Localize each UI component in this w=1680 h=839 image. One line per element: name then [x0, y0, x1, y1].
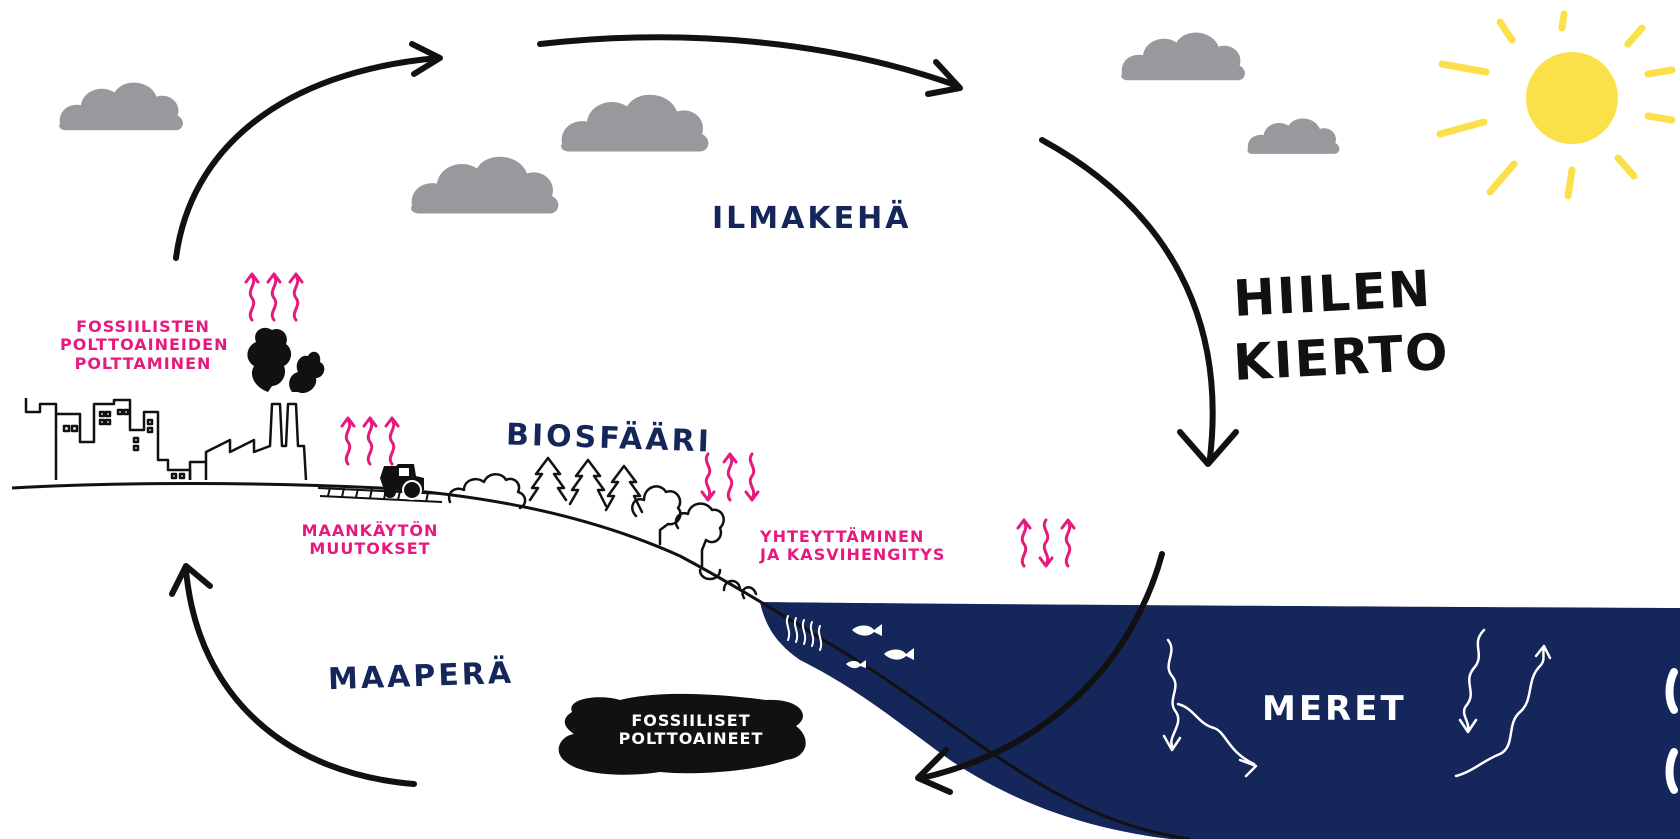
- ocean-area: [760, 602, 1680, 839]
- cycle-arrow-icon: [1039, 137, 1239, 467]
- fossil-deposit-label: FOSSIILISET POLTTOAINEET: [596, 711, 786, 749]
- wavy-arrow-icon: [1038, 518, 1054, 568]
- soil-label: MAAPERÄ: [327, 655, 515, 698]
- atmosphere-label: ILMAKEHÄ: [712, 201, 912, 236]
- photosynthesis-line: JA KASVIHENGITYS: [760, 545, 946, 565]
- ocean-edge-marks: [1665, 668, 1678, 794]
- biosphere-label: BIOSFÄÄRI: [505, 417, 713, 460]
- fish-icon: [846, 624, 914, 669]
- factory-icon: [188, 402, 308, 481]
- land-use-label: MAANKÄYTÖN MUUTOKSET: [290, 521, 450, 559]
- fossil-burning-line: POLTTOAINEIDEN: [60, 335, 229, 355]
- city-icon: [24, 398, 192, 480]
- wavy-arrow-icon: [244, 272, 260, 322]
- wavy-arrow-icon: [362, 416, 378, 466]
- fossil-burning-line: FOSSIILISTEN: [76, 317, 210, 336]
- photosynthesis-label: YHTEYTTÄMINEN JA KASVIHENGITYS: [760, 527, 946, 565]
- fossil-deposit-line: FOSSIILISET: [631, 711, 751, 730]
- cloud-icon: [561, 94, 709, 152]
- wavy-arrow-icon: [288, 272, 304, 322]
- wavy-arrow-icon: [1060, 518, 1076, 568]
- land-use-line: MAANKÄYTÖN: [301, 521, 439, 540]
- cycle-arrow-icon: [537, 34, 963, 97]
- ground-line: [11, 482, 1191, 839]
- cloud-icon: [1247, 118, 1340, 154]
- tractor-icon: [380, 464, 424, 500]
- fossil-deposit-blob: [558, 693, 806, 775]
- cloud-icon: [1121, 32, 1245, 81]
- cycle-arrow-icon: [173, 41, 443, 261]
- field-icon: [317, 487, 445, 503]
- photosynthesis-line: YHTEYTTÄMINEN: [760, 527, 925, 546]
- wavy-arrow-icon: [266, 272, 282, 322]
- diagram-title-line1: HIILEN: [1231, 259, 1434, 328]
- ocean-wavy-arrows: [1162, 628, 1552, 778]
- sun-icon: [1436, 10, 1676, 200]
- wavy-arrow-icon: [700, 452, 716, 502]
- diagram-title-line2: KIERTO: [1231, 322, 1451, 392]
- wavy-arrow-icon: [744, 452, 760, 502]
- cloud-icon: [59, 82, 183, 131]
- cloud-icon: [411, 156, 559, 214]
- wavy-arrow-icon: [340, 416, 356, 466]
- forest-icon: [447, 456, 758, 600]
- smoke-icon: [247, 327, 325, 394]
- seaweed-icon: [785, 615, 823, 651]
- oceans-label: MERET: [1262, 689, 1407, 729]
- wavy-arrow-icon: [1016, 518, 1032, 568]
- fossil-burning-label: FOSSIILISTEN POLTTOAINEIDEN POLTTAMINEN: [60, 317, 229, 373]
- wavy-arrow-icon: [722, 452, 738, 502]
- fossil-deposit-line: POLTTOAINEET: [618, 729, 764, 749]
- land-use-line: MUUTOKSET: [309, 539, 431, 559]
- fossil-burning-line: POLTTAMINEN: [74, 353, 212, 373]
- wavy-arrow-icon: [384, 416, 400, 466]
- cycle-arrow-icon: [915, 551, 1165, 795]
- cycle-arrow-icon: [169, 563, 417, 787]
